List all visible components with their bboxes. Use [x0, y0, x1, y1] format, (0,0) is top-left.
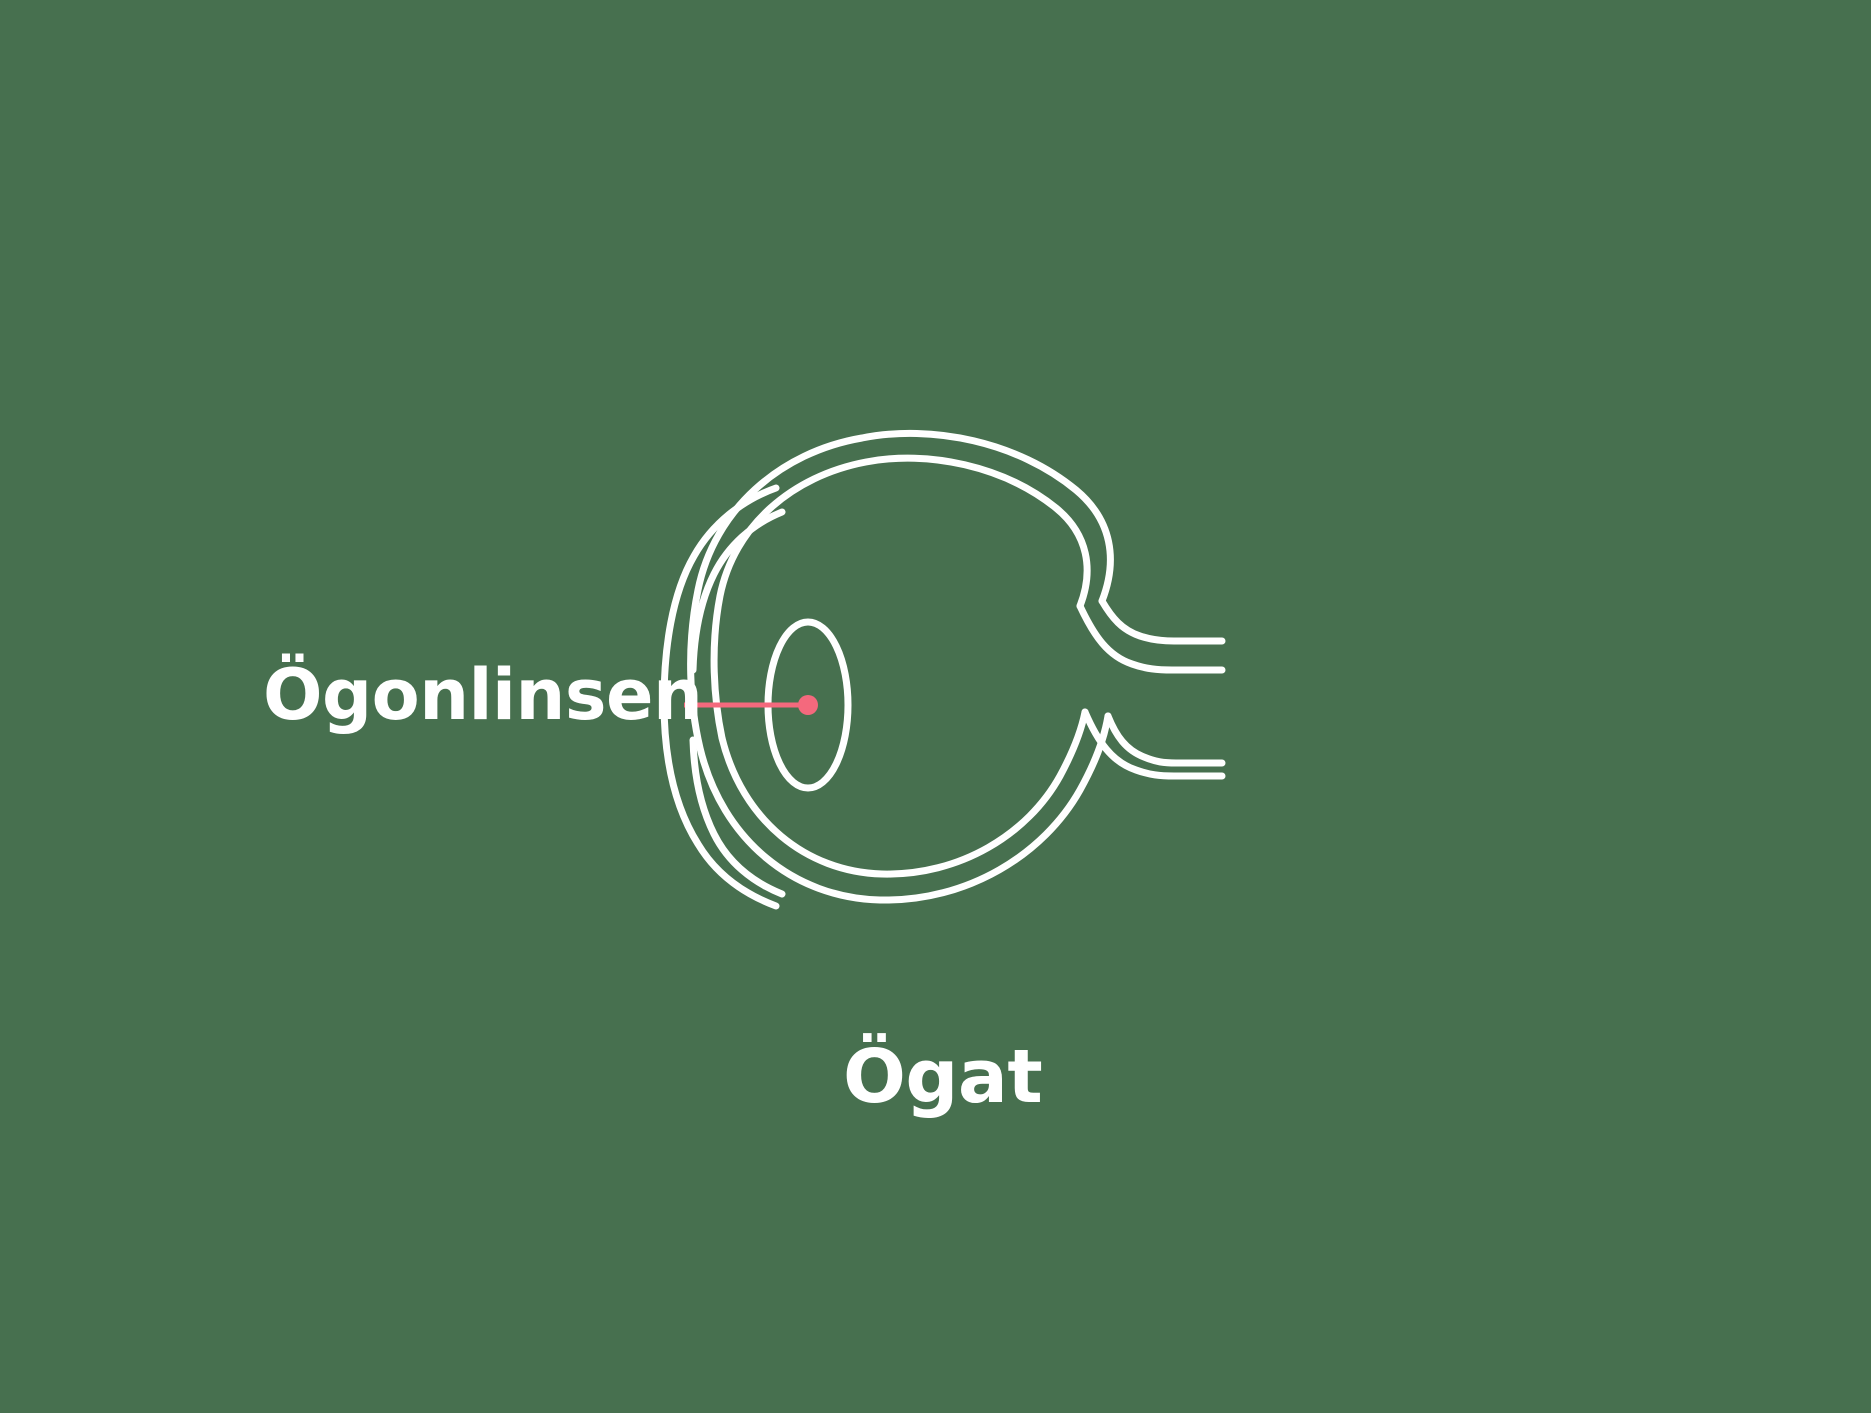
callout-leader: [684, 695, 818, 715]
sclera-inner-path: [710, 454, 1091, 878]
optic-nerve-upper: [1076, 597, 1226, 674]
cornea-outer-path: [660, 484, 780, 910]
callout-marker-dot: [798, 695, 818, 715]
sclera-inner-outline: [710, 454, 1091, 878]
optic-nerve-upper-inner: [1076, 602, 1226, 674]
optic-nerve-lower-inner: [1081, 708, 1226, 780]
optic-nerve-upper-outer: [1098, 597, 1226, 645]
cornea-inner-path-upper: [689, 508, 786, 674]
cornea-outer-outline: [660, 484, 780, 910]
optic-nerve-lower-outer: [1104, 712, 1226, 767]
cornea-inner-outline: [689, 508, 786, 898]
figure-caption: Ögat: [843, 1034, 1043, 1120]
lens-callout-label: Ögonlinsen: [263, 654, 703, 736]
cornea-inner-path-lower: [689, 736, 786, 898]
optic-nerve-lower: [1081, 708, 1226, 780]
